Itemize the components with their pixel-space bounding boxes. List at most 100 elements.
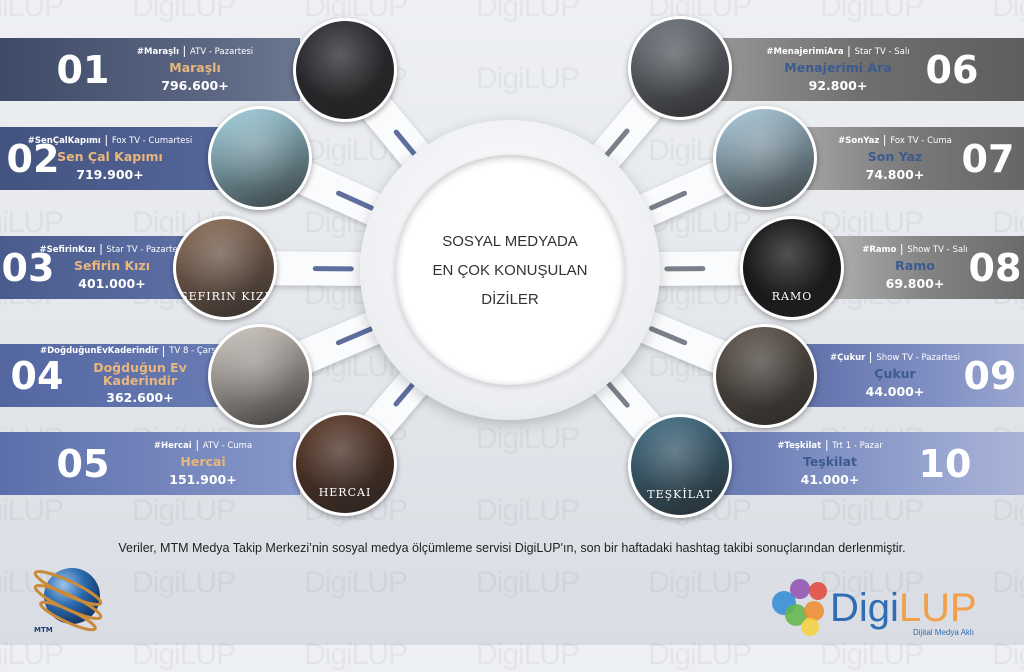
channel-day: Fox TV - Cumartesi [112,136,192,146]
show-poster-03: SEFIRIN KIZI [173,216,277,320]
show-info: #SenÇalKapımı Fox TV - Cumartesi Sen Çal … [28,127,192,190]
show-title: Sen Çal Kapımı [57,150,163,163]
mention-count: 74.800+ [866,167,925,182]
separator [184,46,185,57]
show-poster-07 [713,106,817,210]
show-meta: #MenajerimiAra Star TV - Salı [766,46,909,57]
show-poster-09 [713,324,817,428]
mention-count: 92.800+ [809,78,868,93]
hashtag: #SefirinKızı [40,245,96,255]
show-poster-02 [208,106,312,210]
center-title: SOSYAL MEDYADA EN ÇOK KONUŞULAN DİZİLER [395,155,625,385]
separator [849,46,850,57]
svg-text:DigiLUP: DigiLUP [830,586,977,630]
hashtag: #Ramo [862,245,896,255]
show-title: Çukur [874,367,915,380]
hashtag: #MenajerimiAra [766,47,843,57]
mention-count: 362.600+ [106,390,173,405]
poster-title: RAMO [743,290,841,303]
mtm-logo-text: MTM [34,626,53,634]
hashtag: #SonYaz [838,136,879,146]
channel-day: Show TV - Salı [907,245,967,255]
channel-day: Star TV - Salı [855,47,910,57]
show-meta: #Teşkilat Trt 1 - Pazar [777,440,882,451]
separator [100,244,101,255]
show-title: Ramo [895,259,935,272]
mention-count: 796.600+ [161,78,228,93]
show-info: #SefirinKızı Star TV - Pazartesi Sefirin … [40,236,185,299]
show-poster-04 [208,324,312,428]
rank-bar-07: 07 #SonYaz Fox TV - Cuma Son Yaz 74.800+ [790,127,1024,190]
mtm-logo: MTM [28,566,114,634]
poster-title: HERCAI [296,486,394,499]
show-meta: #SefirinKızı Star TV - Pazartesi [40,244,185,255]
show-title: Sefirin Kızı [74,259,150,272]
rank-bar-08: 08 #Ramo Show TV - Salı Ramo 69.800+ [820,236,1024,299]
show-poster-08: RAMO [740,216,844,320]
hashtag: #Maraşlı [137,47,179,57]
mention-count: 44.000+ [866,384,925,399]
show-poster-10: TEŞKİLAT [628,414,732,518]
rank-number: 08 [969,246,1022,290]
show-poster-05: HERCAI [293,412,397,516]
poster-title: SEFIRIN KIZI [176,290,274,303]
rank-number: 07 [962,137,1015,181]
separator [901,244,902,255]
center-line-3: DİZİLER [481,291,539,308]
logo-digi: Digi [830,586,899,630]
channel-day: ATV - Pazartesi [190,47,253,57]
show-title: Hercai [180,455,225,468]
poster-title: TEŞKİLAT [631,488,729,501]
rank-number: 09 [964,354,1017,398]
separator [870,352,871,363]
show-title: Menajerimi Ara [784,61,891,74]
mention-count: 69.800+ [886,276,945,291]
show-title: Son Yaz [868,150,922,163]
mention-count: 151.900+ [169,472,236,487]
show-meta: #Ramo Show TV - Salı [862,244,968,255]
show-meta: #SenÇalKapımı Fox TV - Cumartesi [28,135,192,146]
channel-day: Trt 1 - Pazar [832,441,882,451]
center-line-1: SOSYAL MEDYADA [442,233,578,250]
rank-number: 05 [57,442,110,486]
show-info: #SonYaz Fox TV - Cuma Son Yaz 74.800+ [838,127,952,190]
rank-number: 10 [919,442,972,486]
channel-day: Star TV - Pazartesi [106,245,184,255]
rank-bar-05: 05 #Hercai ATV - Cuma Hercai 151.900+ [0,432,300,495]
hashtag: #Teşkilat [777,441,821,451]
channel-day: ATV - Cuma [203,441,252,451]
logo-tagline: Dijital Medya Aklı [913,628,974,637]
channel-day: Fox TV - Cuma [890,136,952,146]
rank-number: 01 [57,48,110,92]
separator [826,440,827,451]
digilup-logo: DigiLUP Dijital Medya Aklı [770,575,1010,637]
separator [106,135,107,146]
show-info: #Ramo Show TV - Salı Ramo 69.800+ [862,236,968,299]
hashtag: #DoğduğunEvKaderindir [40,346,158,356]
show-poster-06 [628,16,732,120]
mention-count: 41.000+ [801,472,860,487]
center-line-2: EN ÇOK KONUŞULAN [432,262,587,279]
mention-count: 401.000+ [78,276,145,291]
hashtag: #Hercai [154,441,192,451]
separator [197,440,198,451]
separator [163,346,164,357]
channel-day: Show TV - Pazartesi [876,353,960,363]
show-meta: #Hercai ATV - Cuma [154,440,252,451]
show-info: #MenajerimiAra Star TV - Salı Menajerimi … [766,38,909,101]
show-title: Doğduğun Ev Kaderindir [85,361,195,387]
hashtag: #SenÇalKapımı [28,136,101,146]
show-meta: #SonYaz Fox TV - Cuma [838,135,952,146]
show-meta: #Maraşlı ATV - Pazartesi [137,46,253,57]
